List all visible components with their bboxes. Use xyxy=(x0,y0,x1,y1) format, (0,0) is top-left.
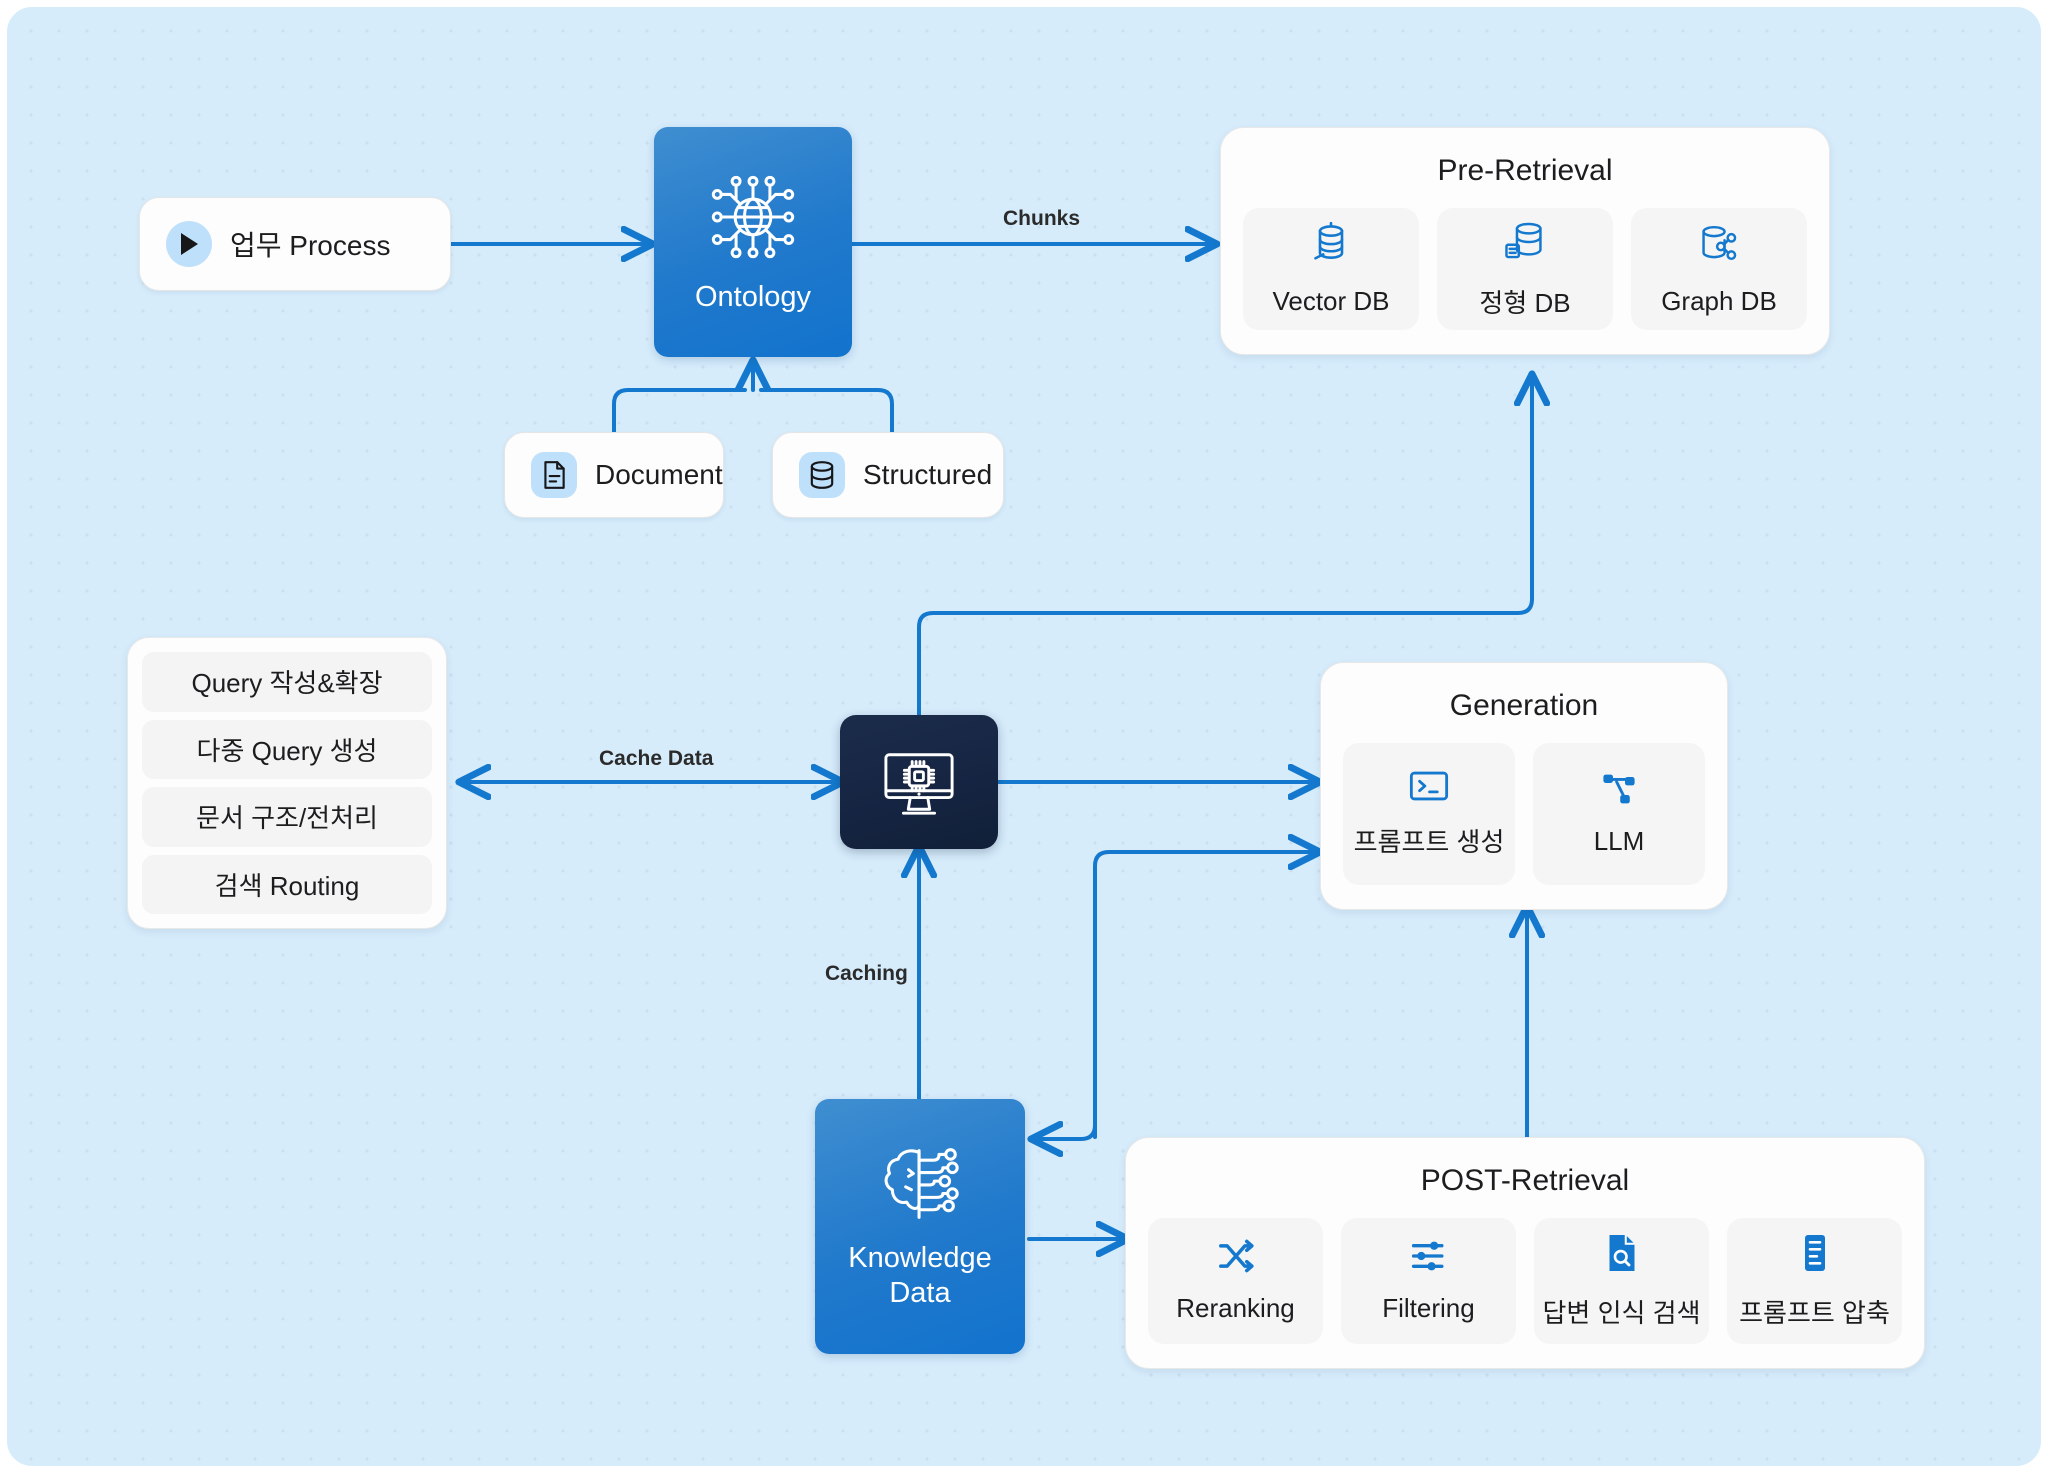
document-file-icon xyxy=(531,452,577,498)
node-business-process[interactable]: 업무 Process xyxy=(139,197,451,291)
prompt-generation-label: 프롬프트 생성 xyxy=(1353,826,1505,857)
compress-document-icon xyxy=(1799,1233,1831,1273)
database-icon xyxy=(799,452,845,498)
query-stack-item-1[interactable]: 다중 Query 생성 xyxy=(142,719,432,779)
monitor-chip-icon xyxy=(880,745,958,819)
document-search-icon xyxy=(1605,1233,1639,1273)
ontology-globe-network-icon xyxy=(706,170,800,264)
edge-structured-to-ontology xyxy=(759,388,894,434)
prompt-compression-label: 프롬프트 압축 xyxy=(1739,1297,1890,1328)
node-structured[interactable]: Structured xyxy=(772,432,1004,518)
query-stack-item-3[interactable]: 검색 Routing xyxy=(142,854,432,914)
tile-vector-db[interactable]: Vector DB xyxy=(1243,208,1419,330)
node-knowledge-data[interactable]: Knowledge Data xyxy=(815,1099,1025,1354)
panel-post-retrieval: POST-Retrieval Reranking xyxy=(1125,1137,1925,1369)
tile-prompt-generation[interactable]: 프롬프트 생성 xyxy=(1343,743,1515,885)
query-stack-item-2[interactable]: 문서 구조/전처리 xyxy=(142,787,432,847)
tile-graph-db[interactable]: Graph DB xyxy=(1631,208,1807,330)
llm-label: LLM xyxy=(1593,825,1645,856)
business-process-label: 업무 Process xyxy=(230,230,391,261)
vector-db-label: Vector DB xyxy=(1272,285,1390,316)
vector-db-icon xyxy=(1311,221,1351,266)
post-retrieval-title: POST-Retrieval xyxy=(1420,1164,1630,1197)
graph-db-label: Graph DB xyxy=(1661,285,1777,316)
terminal-icon xyxy=(1409,770,1449,802)
structured-db-icon xyxy=(1504,219,1546,263)
tile-structured-db[interactable]: 정형 DB xyxy=(1437,208,1613,330)
query-stack-item-0[interactable]: Query 작성&확장 xyxy=(142,652,432,712)
structured-label: Structured xyxy=(863,459,993,490)
tile-llm[interactable]: LLM xyxy=(1533,743,1705,885)
knowledge-data-label: Knowledge Data xyxy=(848,1241,992,1311)
tile-reranking[interactable]: Reranking xyxy=(1148,1218,1323,1344)
play-icon xyxy=(166,221,212,267)
panel-generation: Generation 프롬프트 생성 xyxy=(1320,662,1728,910)
generation-tiles: 프롬프트 생성 LLM xyxy=(1343,743,1705,885)
node-orchestrator[interactable] xyxy=(840,715,998,849)
graph-db-icon xyxy=(1698,222,1740,266)
share-network-icon xyxy=(1601,772,1637,806)
tile-prompt-compression[interactable]: 프롬프트 압축 xyxy=(1727,1218,1902,1344)
panel-pre-retrieval: Pre-Retrieval Vector DB xyxy=(1220,127,1830,355)
answer-aware-search-label: 답변 인식 검색 xyxy=(1542,1297,1701,1328)
edge-postretrieval-to-knowledge xyxy=(1034,1105,1097,1139)
reranking-label: Reranking xyxy=(1176,1292,1295,1323)
tile-answer-aware-search[interactable]: 답변 인식 검색 xyxy=(1534,1218,1709,1344)
generation-title: Generation xyxy=(1449,689,1599,722)
node-document[interactable]: Document xyxy=(504,432,724,518)
ontology-label: Ontology xyxy=(694,280,812,313)
edge-orchestrator-to-preretrieval xyxy=(917,377,1532,717)
pre-retrieval-title: Pre-Retrieval xyxy=(1437,154,1613,187)
brain-circuit-icon xyxy=(874,1143,966,1225)
sliders-icon xyxy=(1411,1239,1447,1273)
edge-document-to-ontology xyxy=(612,388,747,434)
edge-label-caching: Caching xyxy=(825,962,908,985)
tile-filtering[interactable]: Filtering xyxy=(1341,1218,1516,1344)
edge-label-chunks: Chunks xyxy=(1003,207,1081,230)
post-retrieval-tiles: Reranking Filtering xyxy=(1148,1218,1902,1344)
pre-retrieval-tiles: Vector DB 정형 DB xyxy=(1243,208,1807,330)
edge-label-cache-data: Cache Data xyxy=(599,747,714,770)
knowledge-data-line1: Knowledge xyxy=(848,1241,992,1274)
node-ontology[interactable]: Ontology xyxy=(654,127,852,357)
structured-db-label: 정형 DB xyxy=(1479,287,1571,318)
edge-layer xyxy=(449,7,2042,1467)
query-stack-panel: Query 작성&확장 다중 Query 생성 문서 구조/전처리 검색 Rou… xyxy=(127,637,447,929)
diagram-canvas: Chunks Cache Data Caching 업무 Process xyxy=(6,6,2042,1467)
shuffle-icon xyxy=(1217,1239,1255,1273)
filtering-label: Filtering xyxy=(1382,1292,1475,1323)
edge-postretrieval-to-generation xyxy=(1093,852,1317,1139)
knowledge-data-line2: Data xyxy=(889,1276,951,1309)
document-label: Document xyxy=(595,459,723,490)
